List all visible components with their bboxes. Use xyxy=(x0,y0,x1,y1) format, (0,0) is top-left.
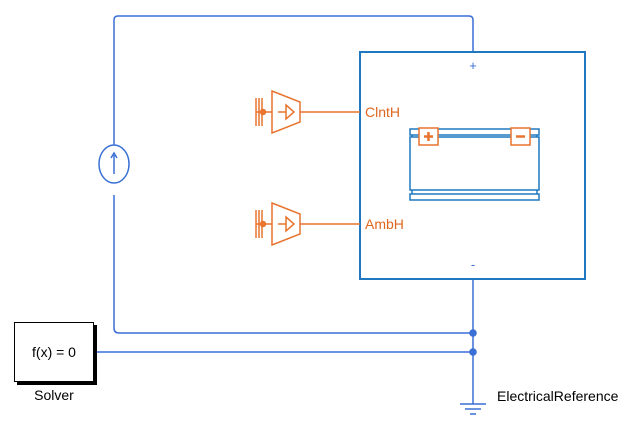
junction-dot xyxy=(469,329,477,337)
battery-neg-terminal: - xyxy=(471,257,475,272)
solver-label: Solver xyxy=(34,387,74,403)
port-label-clnth: ClntH xyxy=(365,104,401,120)
thermal-reference-icon[interactable] xyxy=(255,89,301,135)
junction-dot xyxy=(469,348,477,356)
battery-plus-tab xyxy=(418,127,439,146)
ground-label: ElectricalReference xyxy=(497,388,619,404)
current-source-icon[interactable] xyxy=(98,144,130,184)
solver-block[interactable]: f(x) = 0 xyxy=(14,322,94,382)
wire-top-loop[interactable] xyxy=(113,15,474,175)
port-label-ambh: AmbH xyxy=(365,216,404,232)
wire-source-bottom[interactable] xyxy=(113,195,473,334)
solver-expression: f(x) = 0 xyxy=(32,344,76,360)
thermal-reference-icon[interactable] xyxy=(255,201,301,247)
battery-pos-terminal: + xyxy=(469,58,477,73)
battery-block[interactable]: + - xyxy=(359,51,586,280)
ground-icon[interactable] xyxy=(460,403,486,415)
battery-minus-tab xyxy=(510,127,531,146)
battery-icon xyxy=(409,128,540,201)
